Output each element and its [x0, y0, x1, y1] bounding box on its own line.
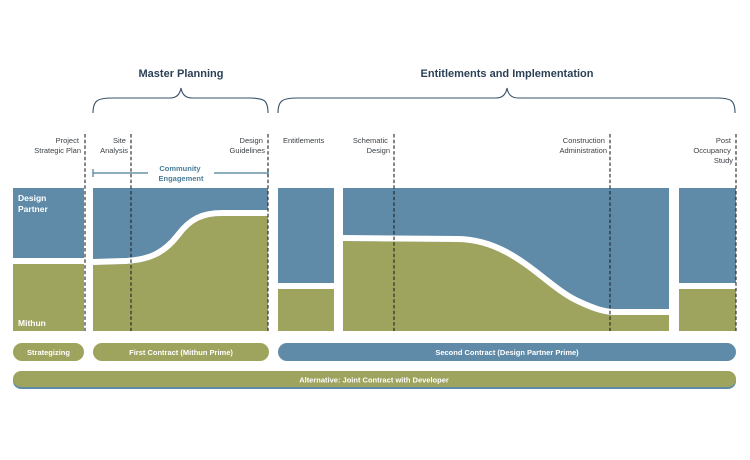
panel-design-construction: [342, 188, 669, 331]
stage-label-entitlements: Entitlements: [283, 136, 325, 145]
stage-label-post-occupancy-study: Post Occupancy Study: [693, 136, 733, 165]
stage-label-design-guidelines: Design Guidelines: [230, 136, 266, 155]
pill-first-contract: [93, 343, 269, 361]
panel-strategizing: [13, 188, 84, 331]
stage-label-schematic-design: Schematic Design: [353, 136, 390, 155]
pill-strategizing: [13, 343, 84, 361]
band-label-mithun: Mithun: [18, 318, 46, 328]
stage-label-site-analysis: Site Analysis: [100, 136, 128, 155]
phase-title-master-planning: Master Planning: [139, 68, 224, 80]
brace-master-planning: [92, 87, 269, 114]
band-label-design-partner: Design Partner: [18, 193, 49, 214]
panel-master-planning: [92, 188, 268, 331]
pill-label-alternative-contract: Alternative: Joint Contract with Develop…: [299, 376, 449, 385]
panel-entitlements: [278, 188, 334, 331]
pill-second-contract: [278, 343, 736, 361]
community-engagement-label: Community Engagement: [158, 164, 204, 183]
pill-alternative-contract: [13, 371, 736, 389]
stage-label-construction-administration: Construction Administration: [559, 136, 607, 155]
pill-label-second-contract: Second Contract (Design Partner Prime): [435, 348, 579, 357]
phase-title-entitlements-implementation: Entitlements and Implementation: [421, 68, 594, 80]
stage-label-project-strategic-plan: Project Strategic Plan: [34, 136, 81, 155]
brace-entitlements-implementation: [277, 87, 736, 114]
pill-label-first-contract: First Contract (Mithun Prime): [129, 348, 233, 357]
pill-label-strategizing: Strategizing: [27, 348, 70, 357]
panel-post-occupancy: [679, 188, 736, 331]
